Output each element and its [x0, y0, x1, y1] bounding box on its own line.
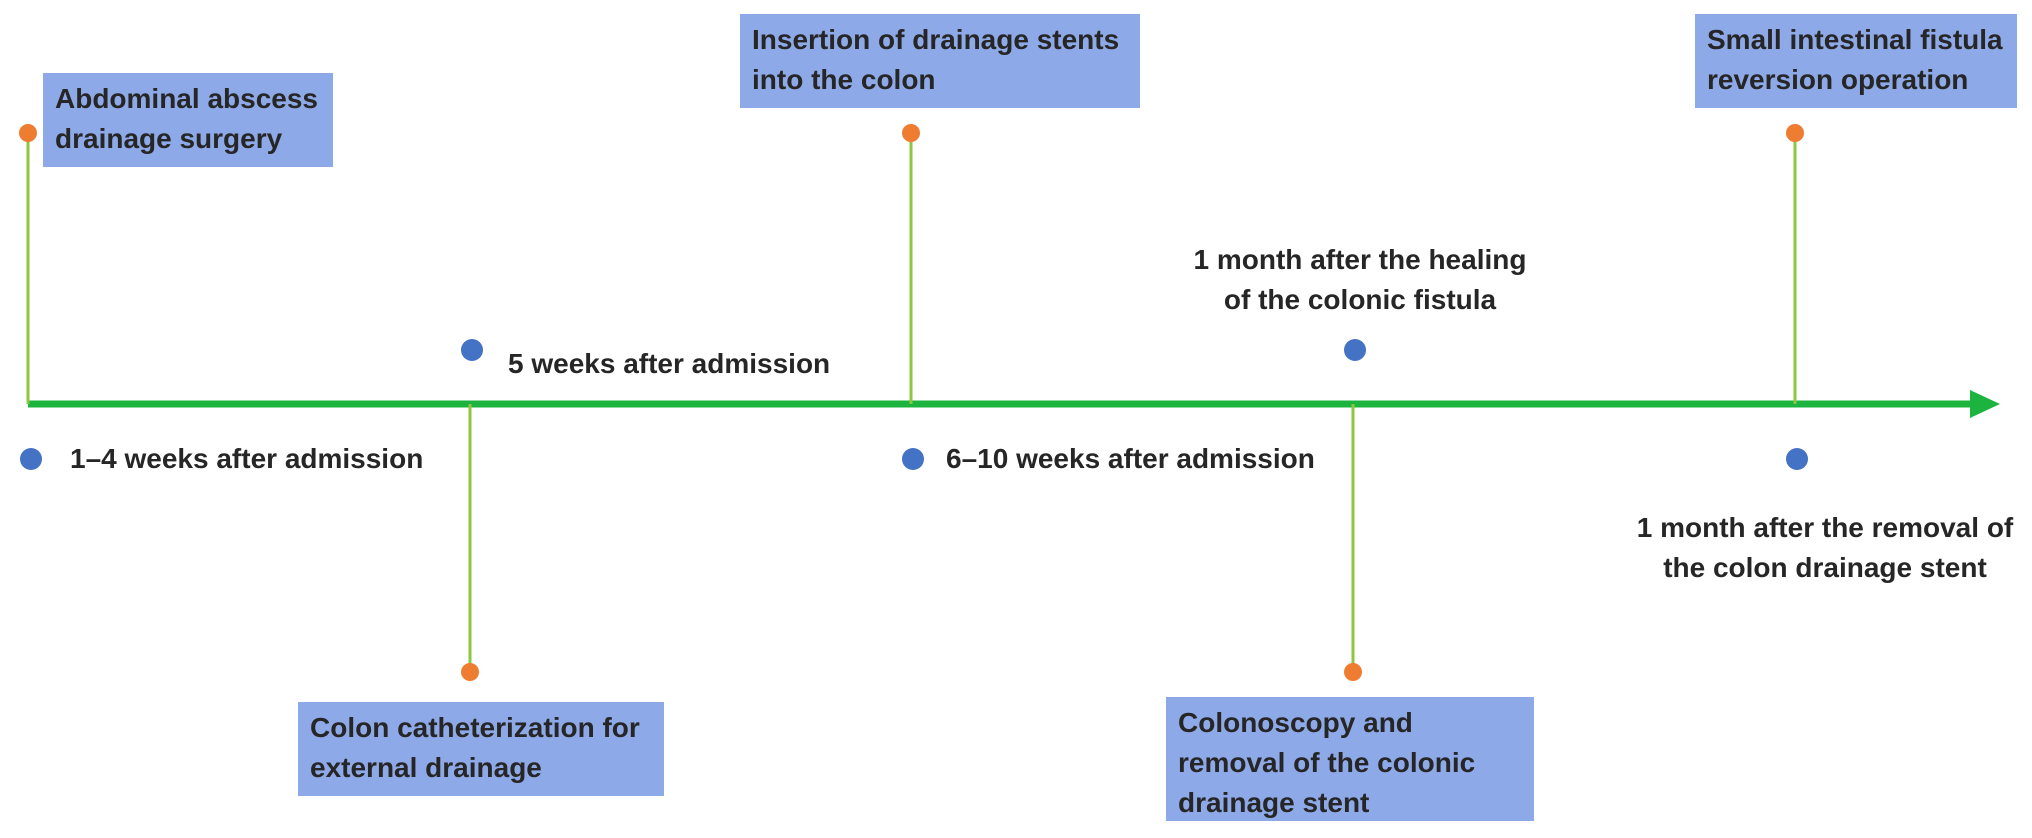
time-4-dot — [1344, 339, 1366, 361]
time-1-label: 1–4 weeks after admission — [70, 443, 424, 474]
event-5-dot — [1786, 124, 1804, 142]
event-5-box: Small intestinal fistula reversion opera… — [1695, 14, 2017, 108]
event-4-dot — [1344, 663, 1362, 681]
event-3-box: Insertion of drainage stents into the co… — [740, 14, 1140, 108]
event-1-box: Abdominal abscess drainage surgery — [43, 73, 333, 167]
time-3-label: 6–10 weeks after admission — [946, 443, 1315, 474]
time-2-label: 5 weeks after admission — [508, 348, 831, 379]
time-3-dot — [902, 448, 924, 470]
time-1-dot — [20, 448, 42, 470]
time-5-label: 1 month after the removal of the colon d… — [1636, 512, 2014, 583]
event-2-box: Colon catheterization for external drain… — [298, 702, 664, 796]
event-2-dot — [461, 663, 479, 681]
time-2-dot — [461, 339, 483, 361]
timeline-arrowhead — [1970, 390, 2000, 418]
time-4-label: 1 month after the healing of the colonic… — [1193, 244, 1527, 315]
event-4-box: Colonoscopy and removal of the colonic d… — [1166, 697, 1534, 821]
event-3-dot — [902, 124, 920, 142]
time-5-dot — [1786, 448, 1808, 470]
event-1-dot — [19, 124, 37, 142]
